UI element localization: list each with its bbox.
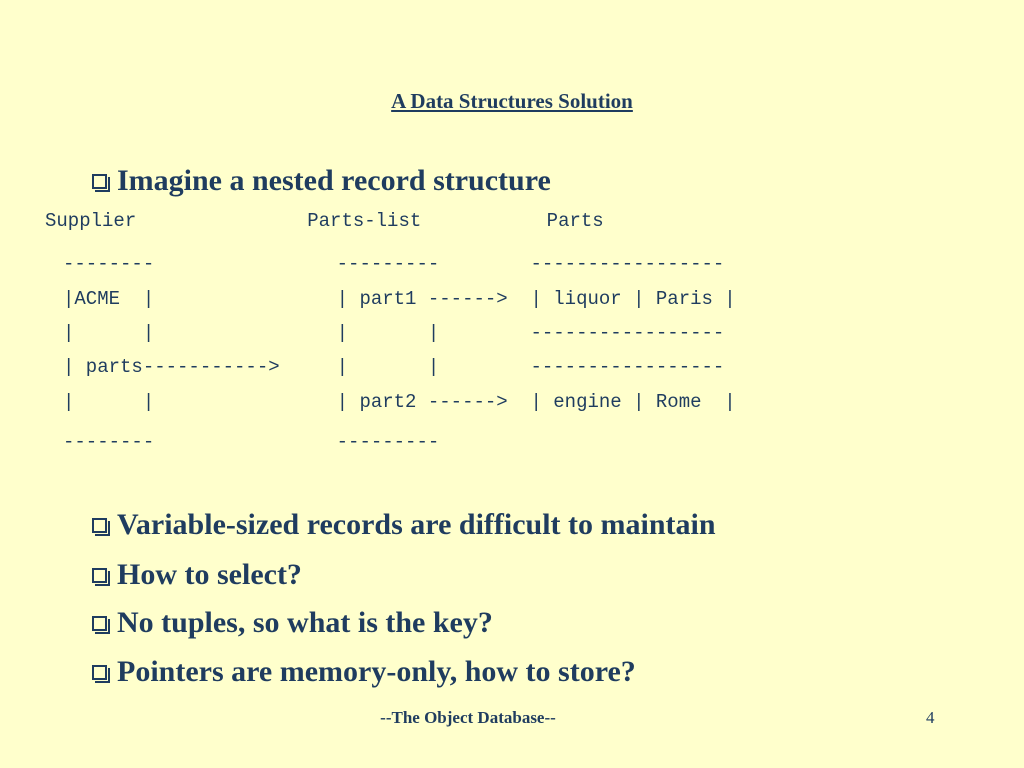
diagram-line: | | | part2 ------> | engine | Rome | [63, 391, 736, 413]
diagram-line: | parts-----------> | | ----------------… [63, 356, 725, 378]
diagram-line: -------- --------- [63, 431, 440, 453]
checkbox-bullet-icon [92, 664, 110, 683]
bullet-text: Pointers are memory-only, how to store? [117, 655, 636, 688]
bullet-pointers: Pointers are memory-only, how to store? [92, 655, 636, 689]
page-number: 4 [926, 708, 935, 727]
checkbox-bullet-icon [92, 567, 110, 586]
bullet-text: Imagine a nested record structure [117, 164, 551, 197]
bullet-how-to-select: How to select? [92, 558, 302, 592]
bullet-variable-sized: Variable-sized records are difficult to … [92, 508, 716, 542]
bullet-no-tuples: No tuples, so what is the key? [92, 606, 493, 640]
diagram-line: -------- --------- ----------------- [63, 253, 725, 275]
bullet-text: No tuples, so what is the key? [117, 606, 493, 639]
diagram-line: | | | | ----------------- [63, 322, 725, 344]
slide-title: A Data Structures Solution [391, 89, 633, 113]
checkbox-bullet-icon [92, 517, 110, 536]
footer-text: --The Object Database-- [380, 708, 556, 727]
checkbox-bullet-icon [92, 615, 110, 634]
bullet-text: Variable-sized records are difficult to … [117, 508, 716, 541]
diagram-line: |ACME | | part1 ------> | liquor | Paris… [63, 288, 736, 310]
diagram-header: Supplier Parts-list Parts [45, 210, 604, 232]
bullet-text: How to select? [117, 558, 302, 591]
checkbox-bullet-icon [92, 173, 110, 192]
bullet-nested-record: Imagine a nested record structure [92, 164, 551, 198]
